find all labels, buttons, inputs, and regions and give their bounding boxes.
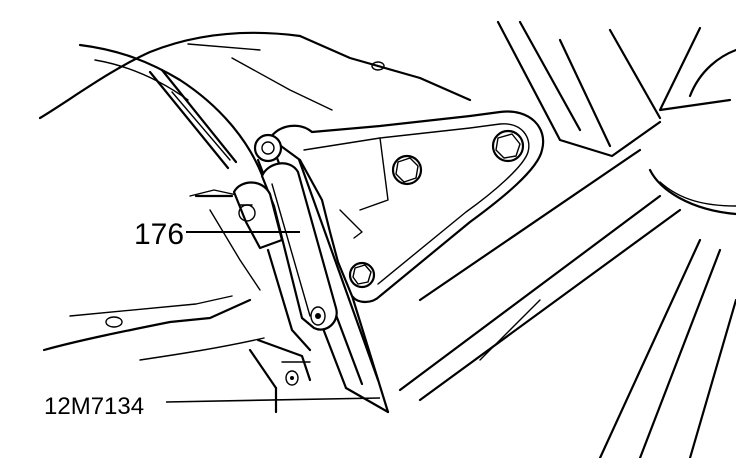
lower-panel (42, 295, 312, 414)
body-panel-outline (38, 31, 472, 177)
hinge-bolt (348, 261, 376, 289)
hinge-mounting-plate (268, 110, 545, 304)
check-strap-link (260, 162, 338, 331)
vehicle-frame-structure (398, 20, 736, 460)
panel-hole (371, 61, 385, 71)
figure-code-label: 12M7134 (44, 393, 144, 420)
hinge-pivot (253, 133, 283, 163)
callout-leader-figure (165, 397, 381, 403)
hinge-bolt (491, 129, 525, 163)
hinge-bolt (391, 154, 423, 186)
part-number-label: 176 (134, 218, 184, 251)
